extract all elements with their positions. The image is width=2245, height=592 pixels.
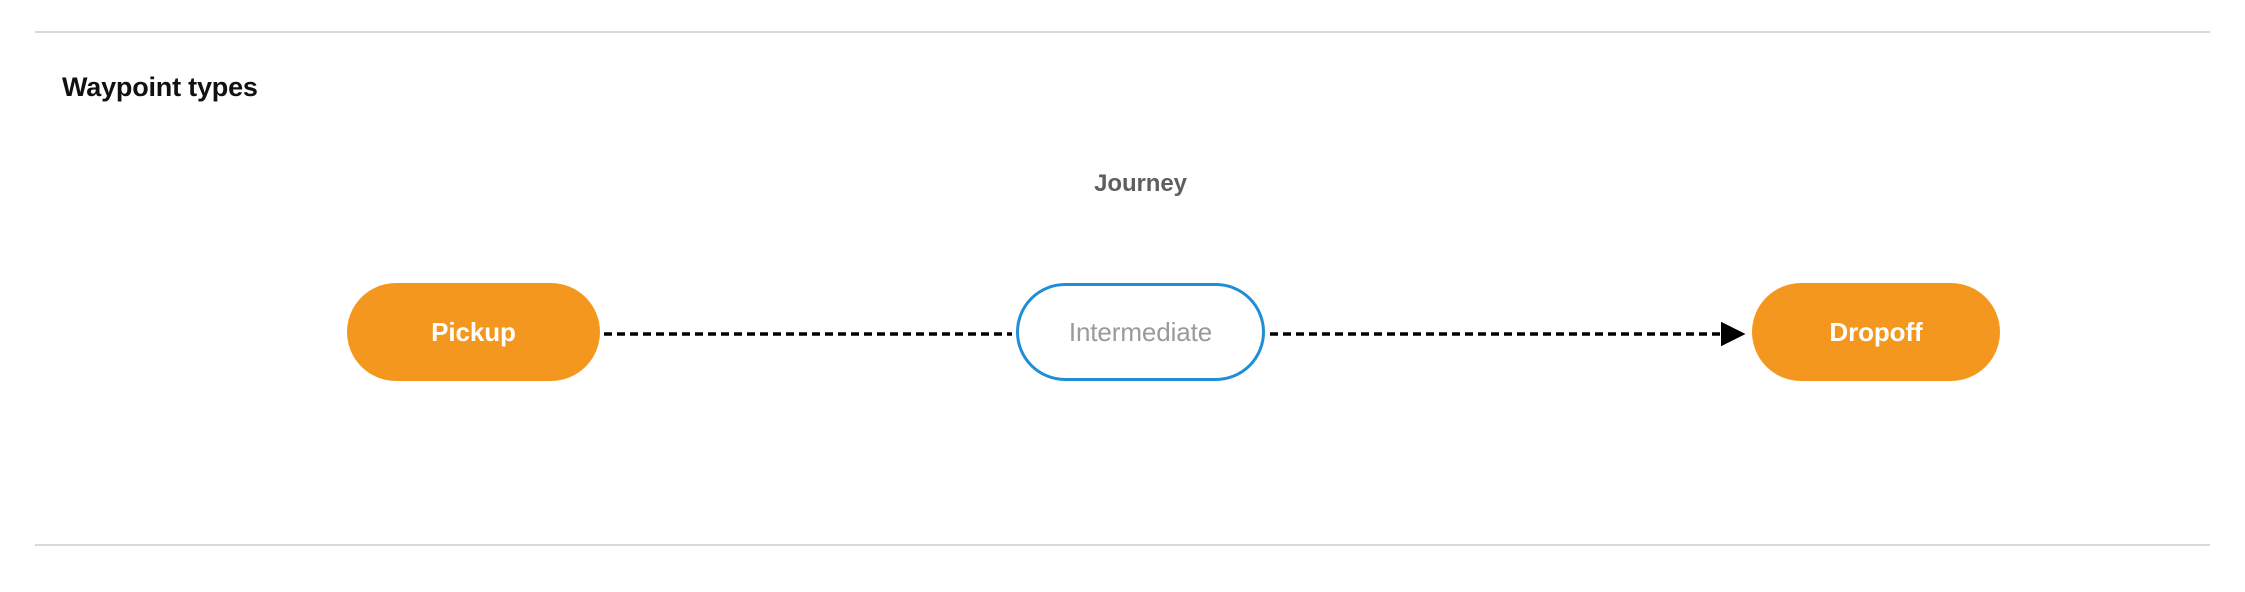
section-divider-top bbox=[35, 31, 2210, 33]
page-title: Waypoint types bbox=[62, 72, 258, 102]
node-dropoff[interactable]: Dropoff bbox=[1752, 283, 2000, 381]
section-divider-bottom bbox=[35, 544, 2210, 546]
node-pickup[interactable]: Pickup bbox=[347, 283, 600, 381]
journey-group-label: Journey bbox=[1094, 170, 1187, 197]
node-pickup-label: Pickup bbox=[431, 316, 516, 347]
node-dropoff-label: Dropoff bbox=[1829, 316, 1923, 347]
node-intermediate[interactable]: Intermediate bbox=[1016, 283, 1265, 381]
node-intermediate-label: Intermediate bbox=[1068, 316, 1213, 347]
